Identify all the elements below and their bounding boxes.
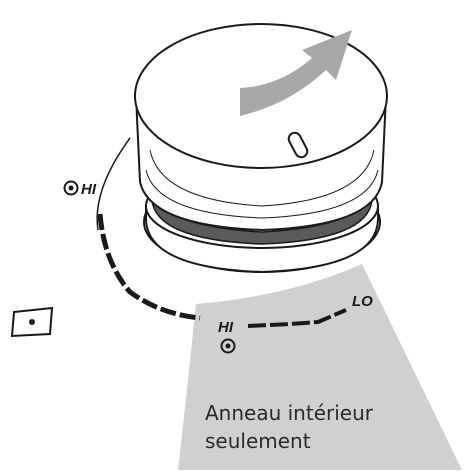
- knob-cap-grip-lines-2: [145, 169, 379, 219]
- square-dot-symbol-icon: [10, 306, 54, 338]
- inner-hi-dot-symbol-icon: [220, 338, 236, 354]
- knob-cap-grip-lines: [149, 149, 375, 207]
- inner-ring-highlight-band: [178, 264, 462, 470]
- caption-line-1: Anneau intérieur: [205, 401, 374, 425]
- outer-scale-arc: [96, 137, 131, 231]
- outer-ring-hi-label: HI: [81, 181, 97, 198]
- inner-ring-hi-label: HI: [218, 319, 234, 336]
- inner-scale-markings: [247, 308, 347, 328]
- hi-dot-symbol-icon: [63, 180, 79, 196]
- inner-ring-lo-label: LO: [352, 293, 373, 310]
- caption-line-2: seulement: [205, 429, 311, 453]
- outer-scale-markings: [97, 213, 201, 321]
- rotation-arrow-icon: [240, 30, 352, 116]
- knob-indicator-slot: [287, 131, 309, 159]
